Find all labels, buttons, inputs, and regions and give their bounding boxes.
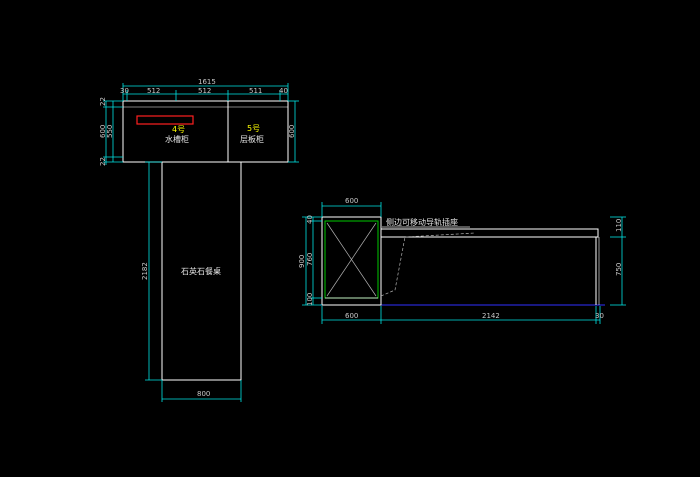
sink-marker bbox=[136, 115, 194, 125]
dim-seg-5: 40 bbox=[279, 87, 288, 95]
elevation-view: 侧边可移动导轨插座 600 40 900 760 100 110 bbox=[298, 197, 626, 324]
cabinet-side-outline bbox=[321, 216, 382, 306]
dim-seg-3: 512 bbox=[198, 87, 211, 95]
dining-table-name: 石英石餐桌 bbox=[181, 266, 221, 276]
dim-left-2: 600 bbox=[99, 125, 107, 138]
elevation-right-dimensions bbox=[610, 216, 626, 306]
elevation-left-dimensions bbox=[302, 216, 322, 306]
dining-table-outline bbox=[161, 161, 242, 381]
rail-socket-hint bbox=[380, 232, 476, 297]
elev-dim-plinth: 100 bbox=[306, 293, 314, 306]
elev-bottom-cabinet: 600 bbox=[345, 312, 358, 320]
dim-right-depth: 600 bbox=[288, 125, 296, 138]
table-length-dim: 2182 bbox=[141, 262, 149, 280]
elevation-top-dimension bbox=[321, 202, 382, 217]
plan-view: 4号 水槽柜 5号 层板柜 石英石餐桌 1615 30 512 512 511 … bbox=[99, 78, 299, 402]
dim-seg-1: 30 bbox=[120, 87, 129, 95]
dim-seg-4: 511 bbox=[249, 87, 262, 95]
cabinet-cross bbox=[326, 222, 377, 297]
cabinet-5-number: 5号 bbox=[247, 124, 260, 133]
elev-dim-body: 760 bbox=[306, 253, 314, 266]
plan-left-dimensions bbox=[103, 100, 123, 165]
cabinet-4-name: 水槽柜 bbox=[165, 134, 189, 144]
dim-left-3: 550 bbox=[106, 125, 114, 138]
elevation-top-width: 600 bbox=[345, 197, 358, 205]
plan-top-dimensions bbox=[122, 83, 289, 101]
elev-dim-top: 40 bbox=[306, 215, 314, 224]
elev-bottom-table: 2142 bbox=[482, 312, 500, 320]
dim-left-4: 22 bbox=[99, 157, 107, 166]
elev-dim-total: 900 bbox=[298, 255, 306, 268]
overall-width-dim: 1615 bbox=[198, 78, 216, 86]
dim-left-1: 22 bbox=[99, 97, 107, 106]
elev-right-leg: 750 bbox=[615, 263, 623, 276]
elevation-bottom-dimensions bbox=[321, 306, 601, 324]
cabinet-run-outline bbox=[122, 100, 289, 163]
cabinet-5-name: 层板柜 bbox=[240, 134, 264, 144]
plan-right-dimension bbox=[288, 100, 299, 163]
tabletop-outline bbox=[380, 228, 599, 238]
rail-socket-annotation: 侧边可移动导轨插座 bbox=[386, 217, 458, 227]
elev-bottom-end: 30 bbox=[595, 312, 604, 320]
elev-right-top: 110 bbox=[615, 219, 623, 232]
table-length-dimension bbox=[145, 161, 162, 381]
cabinet-4-number: 4号 bbox=[172, 125, 185, 134]
table-width-dim: 800 bbox=[197, 390, 210, 398]
dim-seg-2: 512 bbox=[147, 87, 160, 95]
table-width-dimension bbox=[161, 380, 242, 402]
